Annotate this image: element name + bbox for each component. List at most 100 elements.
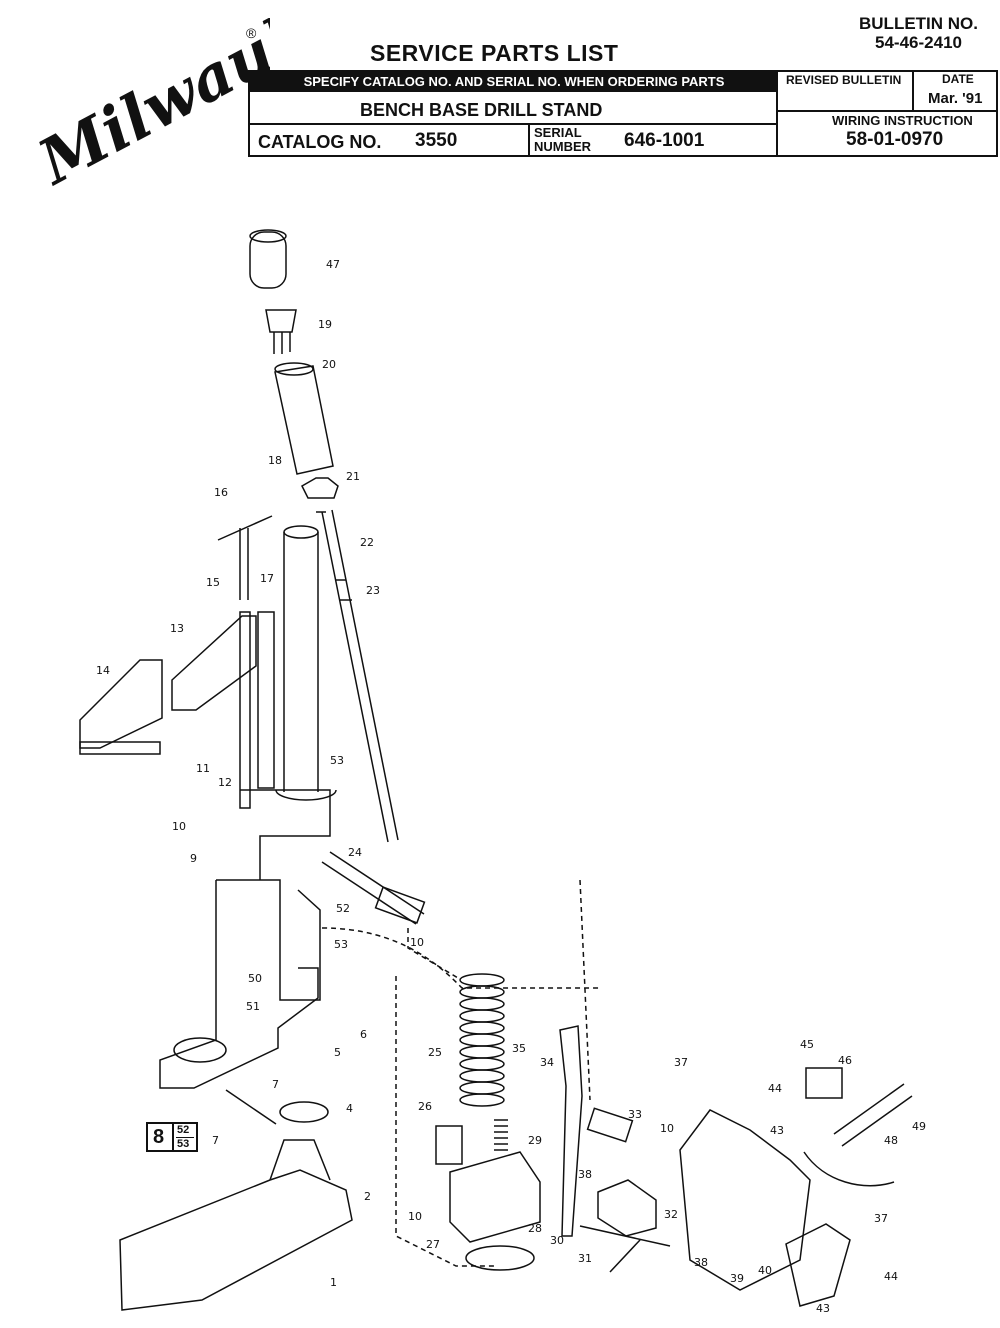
label-part: 18 <box>268 454 282 467</box>
label-part: 33 <box>628 1108 642 1121</box>
part-32-switch <box>597 1179 657 1237</box>
label-part: 38 <box>694 1256 708 1269</box>
catalog-value: 3550 <box>415 130 458 151</box>
label-part: 47 <box>326 258 340 271</box>
wiring-label: WIRING INSTRUCTION <box>832 113 973 128</box>
part-46 <box>805 1067 843 1099</box>
part-26-bushing <box>435 1125 463 1165</box>
part-7-bolt <box>225 1089 277 1125</box>
label-part: 29 <box>528 1134 542 1147</box>
label-part: 25 <box>428 1046 442 1059</box>
legend-rule <box>176 1137 194 1138</box>
part-28 <box>465 1245 535 1271</box>
label-part: 22 <box>360 536 374 549</box>
label-part: 48 <box>884 1134 898 1147</box>
label-part: 23 <box>366 584 380 597</box>
label-part: 30 <box>550 1234 564 1247</box>
label-part: 10 <box>410 936 424 949</box>
wiring-value: 58-01-0970 <box>846 129 944 150</box>
label-part: 10 <box>408 1210 422 1223</box>
label-part: 6 <box>360 1028 367 1041</box>
serial-label: SERIAL <box>534 125 582 140</box>
divider <box>912 70 914 112</box>
part-34 <box>586 1107 634 1143</box>
label-part: 53 <box>334 938 348 951</box>
product-name: BENCH BASE DRILL STAND <box>360 100 603 120</box>
label-part: 44 <box>768 1082 782 1095</box>
label-part: 52 <box>336 902 350 915</box>
label-part: 38 <box>578 1168 592 1181</box>
exploded-parts-diagram <box>79 229 913 1311</box>
legend-bottom-number: 53 <box>177 1138 190 1150</box>
label-part: 32 <box>664 1208 678 1221</box>
milwaukee-logo: Milwaukee ® <box>10 0 393 199</box>
divider <box>248 123 778 125</box>
label-part: 34 <box>540 1056 554 1069</box>
label-part: 44 <box>884 1270 898 1283</box>
part-13-bracket <box>171 615 257 711</box>
bulletin-number: 54-46-2410 <box>875 33 962 52</box>
label-part: 11 <box>196 762 210 775</box>
label-part: 51 <box>246 1000 260 1013</box>
label-part: 53 <box>330 754 344 767</box>
part-22-23-rod <box>321 509 399 843</box>
label-part: 12 <box>218 776 232 789</box>
label-part: 46 <box>838 1054 852 1067</box>
header-table <box>248 70 998 157</box>
label-part: 19 <box>318 318 332 331</box>
part-47-48-cord <box>833 1083 913 1147</box>
label-part: 16 <box>214 486 228 499</box>
bulletin-block: BULLETIN NO. 54-46-2410 <box>859 14 978 52</box>
part-38-39-housing <box>679 1109 811 1291</box>
label-part: 10 <box>660 1122 674 1135</box>
part-30-lever <box>559 1025 583 1237</box>
label-part: 39 <box>730 1272 744 1285</box>
logo-wordmark: Milwaukee <box>25 18 270 188</box>
label-part: 45 <box>800 1038 814 1051</box>
label-part: 43 <box>816 1302 830 1315</box>
assembly-legend-box: 8 52 53 <box>146 1122 198 1152</box>
part-16-handle <box>217 515 273 600</box>
part-labels: 47 19 20 18 21 16 22 23 15 17 13 14 53 1… <box>96 258 926 1315</box>
label-part: 7 <box>212 1134 219 1147</box>
label-part: 7 <box>272 1078 279 1091</box>
label-part: 24 <box>348 846 362 859</box>
label-part: 10 <box>172 820 186 833</box>
divider <box>776 70 778 157</box>
part-15-pin <box>239 611 251 809</box>
part-1-base <box>119 1169 353 1311</box>
label-part: 40 <box>758 1264 772 1277</box>
label-part: 27 <box>426 1238 440 1251</box>
label-part: 28 <box>528 1222 542 1235</box>
serial-label: NUMBER <box>534 139 592 154</box>
part-25-spring <box>459 973 505 1107</box>
part-51-cap <box>249 231 287 289</box>
part-40-plate <box>785 1223 851 1307</box>
legend-divider <box>172 1124 174 1150</box>
label-part: 2 <box>364 1190 371 1203</box>
legend-big-number: 8 <box>153 1126 165 1148</box>
label-part: 9 <box>190 852 197 865</box>
date-value: Mar. '91 <box>928 90 983 107</box>
serial-value: 646-1001 <box>624 130 705 151</box>
label-part: 26 <box>418 1100 432 1113</box>
part-3-collar <box>279 1101 329 1123</box>
revised-label: REVISED BULLETIN <box>786 73 902 87</box>
label-part: 43 <box>770 1124 784 1137</box>
label-part: 50 <box>248 972 262 985</box>
part-27-clamp <box>449 1151 541 1243</box>
label-part: 31 <box>578 1252 592 1265</box>
part-29-spring <box>494 1119 508 1151</box>
part-24-shaft <box>321 851 425 925</box>
label-part: 20 <box>322 358 336 371</box>
registered-mark: ® <box>246 25 257 41</box>
date-label: DATE <box>942 72 974 86</box>
specify-banner: SPECIFY CATALOG NO. AND SERIAL NO. WHEN … <box>250 72 778 92</box>
legend-top-number: 52 <box>177 1124 190 1136</box>
part-49-50-frame <box>216 879 321 1001</box>
page-title: SERVICE PARTS LIST <box>370 40 619 66</box>
divider <box>776 110 998 112</box>
bulletin-label: BULLETIN NO. <box>859 14 978 33</box>
catalog-label: CATALOG NO. <box>258 132 382 152</box>
label-part: 35 <box>512 1042 526 1055</box>
